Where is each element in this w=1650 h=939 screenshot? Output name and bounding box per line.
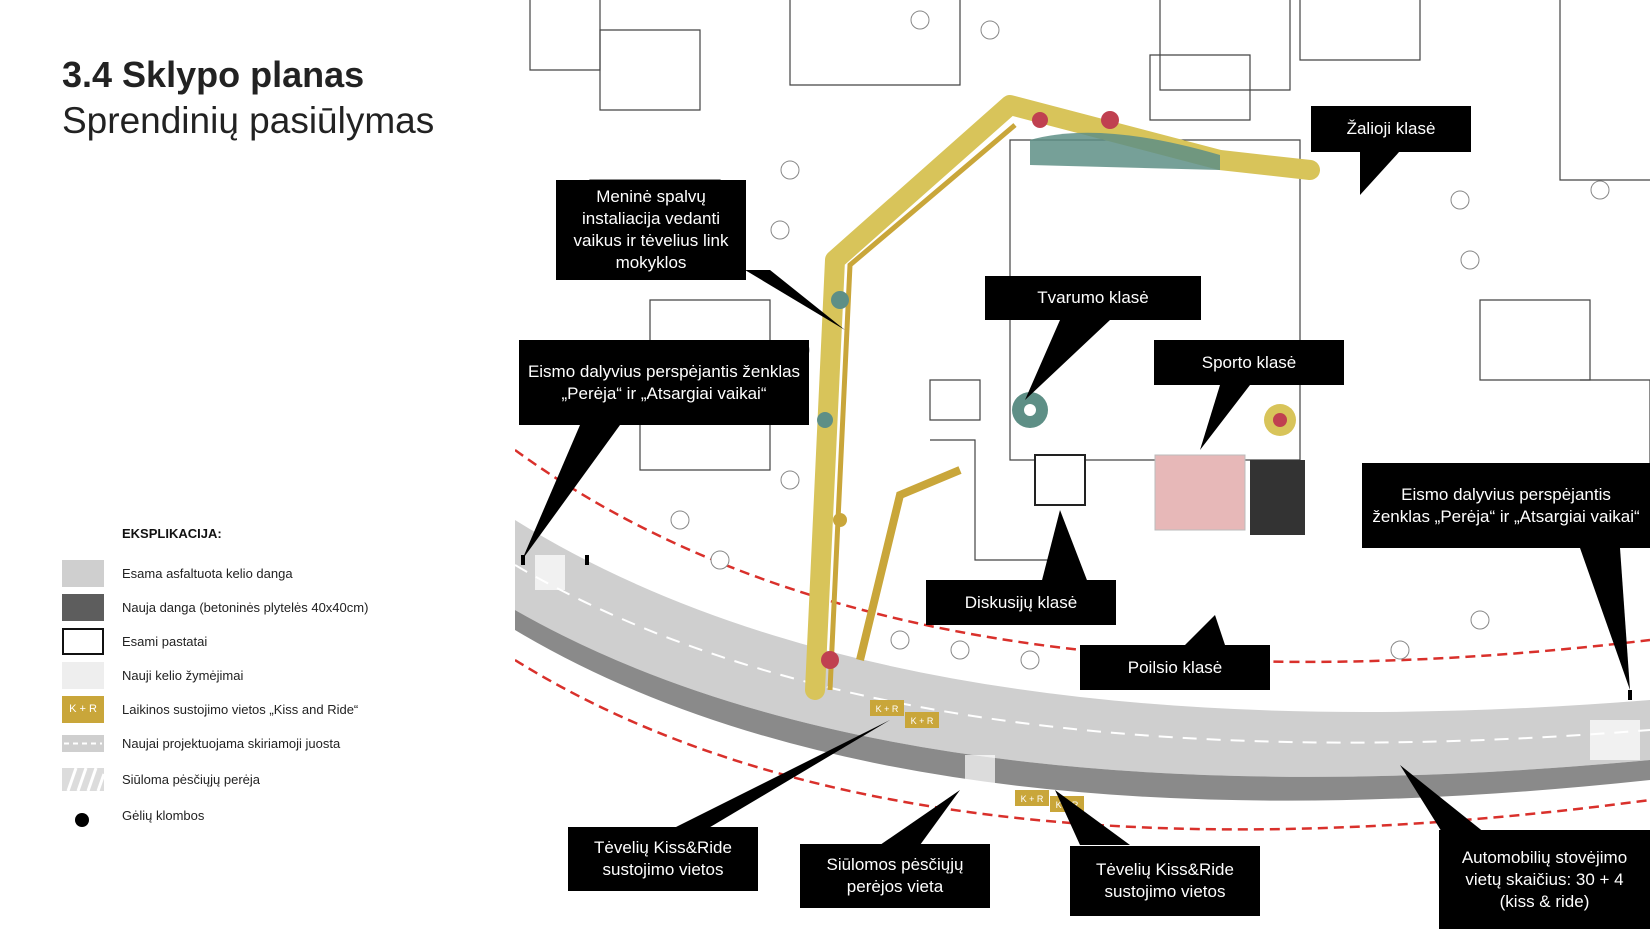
page-title: 3.4 Sklypo planas [62,54,365,95]
teal-planting [1030,132,1220,170]
kiss-ride-badge: K + R [911,716,934,726]
red-boundary-upper [515,448,1650,664]
callout-sustainability-class: Tvarumo klasė [985,276,1201,320]
callout-warning-sign-right: Eismo dalyvius perspėjantis ženklas „Per… [1362,463,1650,548]
warning-signs [521,555,1632,700]
callout-parking-count: Automobilių stovėjimo vietų skaičius: 30… [1439,830,1650,929]
road-edge [515,610,1650,801]
kiss-ride-swatch: K + R [62,696,104,723]
legend-label: Siūloma pėsčiųjų perėja [122,772,261,787]
discussion-area [1034,454,1086,506]
legend-label: Nauji kelio žymėjimai [122,668,244,683]
page-subtitle: Sprendinių pasiūlymas [62,100,435,141]
callout-crossing-proposed: Siūlomos pėsčiųjų perėjos vieta [800,844,990,908]
legend-heading: EKSPLIKACIJA: [122,526,222,541]
asphalt-swatch [62,560,104,587]
legend-item-new-paving: Nauja danga (betoninės plytelės 40x40cm) [62,594,482,622]
pedestrian-crossings [535,555,1640,785]
callout-green-class: Žalioji klasė [1311,106,1471,152]
legend-item-kiss-ride: K + R Laikinos sustojimo vietos „Kiss an… [62,696,482,724]
legend-label: Gėlių klombos [122,808,205,823]
callout-kiss-ride-right: Tėvelių Kiss&Ride sustojimo vietos [1070,846,1260,916]
kiss-ride-badge-text: K + R [69,703,97,715]
new-paving-swatch [62,594,104,621]
main-road [515,520,1650,777]
color-route-edge [827,123,1017,691]
callout-art-installation: Meninė spalvų instaliacija vedanti vaiku… [556,180,746,280]
legend-item-crossing: Siūloma pėsčiųjų perėja [62,766,482,794]
legend-label: Laikinos sustojimo vietos „Kiss and Ride… [122,702,359,717]
crossing-swatch [62,767,104,792]
callout-sports-class: Sporto klasė [1154,340,1344,385]
legend-item-divider-lane: Naujai projektuojama skiriamoji juosta [62,730,482,758]
decor-circles [817,111,1296,669]
sports-court [1250,460,1305,535]
sports-field [1154,454,1246,531]
callout-rest-class: Poilsio klasė [1080,645,1270,690]
callout-kiss-ride-left: Tėvelių Kiss&Ride sustojimo vietos [568,827,758,891]
legend-item-asphalt: Esama asfaltuota kelio danga [62,560,482,588]
flowerbed-swatch [75,813,89,827]
legend-label: Esama asfaltuota kelio danga [122,566,293,581]
callout-pointers [522,140,1630,845]
kiss-ride-badge: K + R [1021,794,1044,804]
legend-label: Esami pastatai [122,634,208,649]
legend-label: Naujai projektuojama skiriamoji juosta [122,736,341,751]
gold-path [856,466,962,661]
road-markings-swatch [62,662,104,689]
callout-warning-sign-left: Eismo dalyvius perspėjantis ženklas „Per… [519,340,809,425]
legend-item-road-markings: Nauji kelio žymėjimai [62,662,482,690]
buildings-swatch [62,628,104,655]
divider-lane-swatch [62,735,104,752]
legend-label: Nauja danga (betoninės plytelės 40x40cm) [122,600,369,615]
color-route [805,95,1320,700]
legend-item-flowerbed: Gėlių klombos [62,802,482,830]
legend-item-buildings: Esami pastatai [62,628,482,656]
kiss-ride-badge: K + R [876,704,899,714]
callout-discussion-class: Diskusijų klasė [926,580,1116,625]
